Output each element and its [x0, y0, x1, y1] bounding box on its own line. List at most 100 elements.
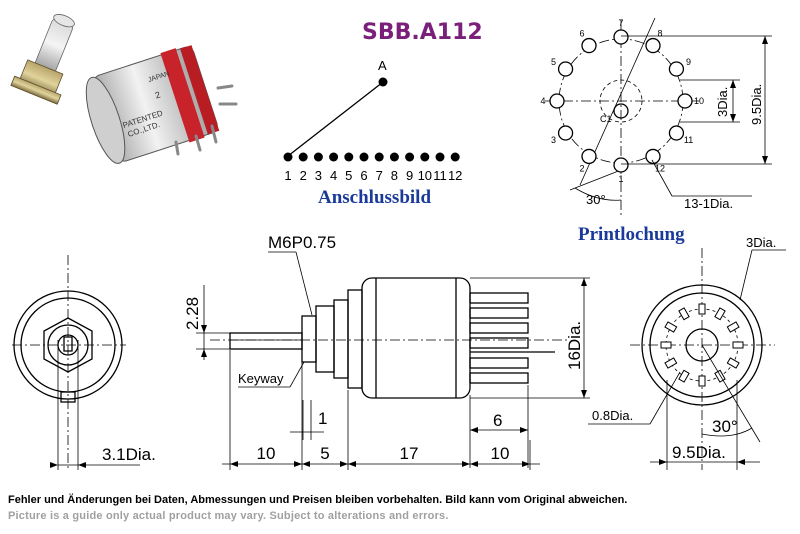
pcb-hole: [677, 93, 693, 109]
pcb-pin-number: 8: [657, 28, 662, 38]
rear-terminal: [678, 307, 690, 321]
pcb-hole: [613, 29, 629, 45]
connection-pin-number: 8: [391, 168, 398, 183]
rear-terminal: [698, 375, 706, 387]
rear-terminal-dia: 3Dia.: [746, 235, 776, 250]
connection-pin-number: 9: [406, 168, 413, 183]
connection-pin-number: 2: [300, 168, 307, 183]
rear-terminal: [726, 321, 740, 333]
pcb-hole: [668, 61, 685, 77]
pcb-holes: [549, 29, 693, 173]
pcb-center-label: C1: [600, 114, 612, 124]
rear-view: 3Dia. 0.8Dia. 30° 9.5Dia.: [588, 235, 786, 470]
disclaimer: Fehler und Änderungen bei Daten, Abmessu…: [8, 492, 792, 524]
connection-pin: [450, 152, 460, 162]
terminals: [469, 292, 555, 384]
connection-pins: [283, 152, 460, 162]
rear-terminal: [664, 321, 678, 333]
pcb-hole: [645, 148, 661, 165]
connection-pin: [389, 152, 399, 162]
disclaimer-english: Picture is a guide only actual product m…: [8, 510, 449, 522]
pcb-pin-number: 10: [694, 96, 704, 106]
connection-pin: [374, 152, 384, 162]
rear-hole-dia: 0.8Dia.: [592, 408, 633, 423]
pin-length: 6: [493, 411, 502, 430]
connection-pin-number: 12: [448, 168, 462, 183]
pcb-center-hole: [613, 103, 629, 119]
rear-terminal: [678, 369, 690, 383]
bushing: [301, 315, 317, 363]
connection-pin: [298, 152, 308, 162]
length-segment: 17: [400, 444, 419, 463]
connection-pin: [344, 152, 354, 162]
rear-terminal: [732, 341, 744, 349]
pcb-pin-number: 3: [551, 135, 556, 145]
pcb-hole: [581, 148, 597, 165]
key-width: 1: [318, 409, 327, 428]
pcb-hole: [668, 125, 685, 141]
rear-terminals: [660, 303, 744, 387]
pcb-pin-number: 4: [540, 96, 545, 106]
rear-terminal: [664, 357, 678, 369]
connection-pin-number: 10: [418, 168, 432, 183]
common-terminal: [378, 77, 388, 87]
pcb-hole: [581, 37, 597, 54]
rear-terminal: [714, 307, 726, 321]
keyway-label: Keyway: [238, 371, 284, 386]
pcb-hole: [557, 125, 574, 141]
pcb-pin-number: 6: [579, 28, 584, 38]
rear-circle-dia: 9.5Dia.: [672, 443, 726, 462]
rear-terminal: [660, 341, 672, 349]
connection-pin: [405, 152, 415, 162]
pcb-hole-dia: 13-1Dia.: [684, 196, 733, 211]
connection-pin-number: 4: [330, 168, 337, 183]
connection-pin: [420, 152, 430, 162]
pcb-pin-number: 7: [618, 18, 623, 28]
connection-pin: [359, 152, 369, 162]
body-diameter: 16Dia.: [565, 321, 584, 370]
pcb-hole: [549, 93, 565, 109]
connection-pin-number: 11: [433, 168, 447, 183]
connection-pin-number: 1: [284, 168, 291, 183]
connection-pin-number: 3: [315, 168, 322, 183]
connection-pin: [283, 152, 293, 162]
front-view: 3.1Dia.: [12, 255, 156, 470]
rear-angle: 30°: [712, 417, 738, 436]
disclaimer-german: Fehler und Änderungen bei Daten, Abmessu…: [8, 494, 628, 506]
pcb-caption: Printlochung: [578, 224, 685, 245]
connection-pin-number: 6: [360, 168, 367, 183]
pcb-hole: [645, 37, 661, 54]
pcb-hole: [557, 61, 574, 77]
wiper-line: [287, 81, 384, 157]
connection-caption: Anschlussbild: [318, 187, 431, 208]
connection-pin-number: 7: [376, 168, 383, 183]
photo-print-2: 2: [154, 89, 162, 100]
pcb-pin-number: 1: [618, 174, 623, 184]
nut: [315, 305, 335, 373]
pcb-pin-number: 11: [684, 135, 693, 145]
pcb-pin-number: 5: [551, 57, 556, 67]
rear-terminal: [726, 357, 740, 369]
connection-pin: [313, 152, 323, 162]
flat-depth: 2.28: [183, 297, 202, 330]
pcb-angle: 30°: [586, 192, 606, 207]
shaft: [229, 332, 303, 350]
pcb-hole: [613, 157, 629, 173]
rear-terminal: [698, 303, 706, 315]
pcb-inner-dia: 3Dia.: [715, 87, 730, 117]
connection-pin: [435, 152, 445, 162]
length-segment: 10: [257, 444, 276, 463]
length-segment: 5: [320, 444, 329, 463]
model-title: SBB.A112: [362, 20, 483, 45]
pcb-outer-dia: 9.5Dia.: [749, 84, 764, 125]
pcb-pin-number: 9: [686, 57, 691, 67]
pcb-pin-number: 2: [579, 164, 584, 174]
thread-spec: M6P0.75: [268, 233, 336, 252]
